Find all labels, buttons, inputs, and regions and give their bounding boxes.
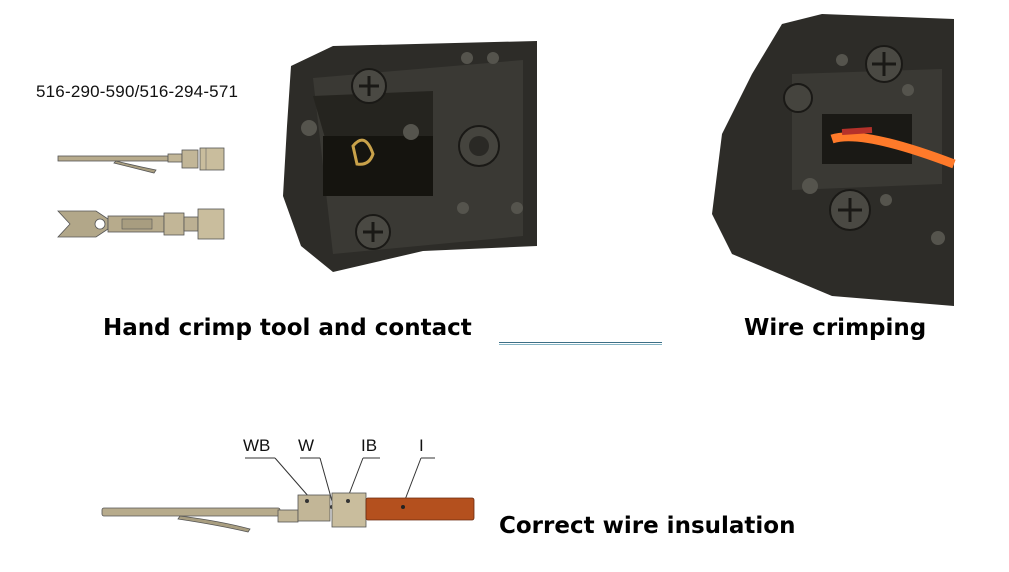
leader-line-ib-diag — [347, 457, 364, 498]
label-w: W — [298, 436, 315, 455]
caption-hand-crimp-tool: Hand crimp tool and contact — [103, 315, 472, 341]
wire-insulation — [365, 497, 475, 521]
insulation-barrel — [331, 492, 367, 528]
contact-transition — [277, 509, 299, 523]
caption-correct-wire-insulation: Correct wire insulation — [499, 513, 796, 539]
contact-spring-tab — [177, 515, 251, 533]
contact-shaft — [101, 507, 281, 517]
leader-line-i-diag — [402, 457, 422, 506]
label-wb: WB — [243, 436, 271, 455]
wire-crimping-photo — [712, 14, 956, 306]
hand-crimp-tool-photo — [283, 41, 537, 272]
part-number: 516-290-590/516-294-571 — [36, 82, 239, 101]
leader-line-wb-diag — [274, 457, 310, 498]
contact-top-view — [57, 208, 225, 240]
divider-line — [499, 342, 662, 345]
wire-barrel — [297, 494, 331, 522]
caption-wire-crimping: Wire crimping — [744, 315, 927, 341]
crimped-contact-diagram — [101, 457, 475, 533]
contact-side-view — [57, 147, 225, 174]
leader-line-w-diag — [319, 457, 333, 502]
label-i: I — [419, 436, 424, 455]
label-ib: IB — [361, 436, 378, 455]
